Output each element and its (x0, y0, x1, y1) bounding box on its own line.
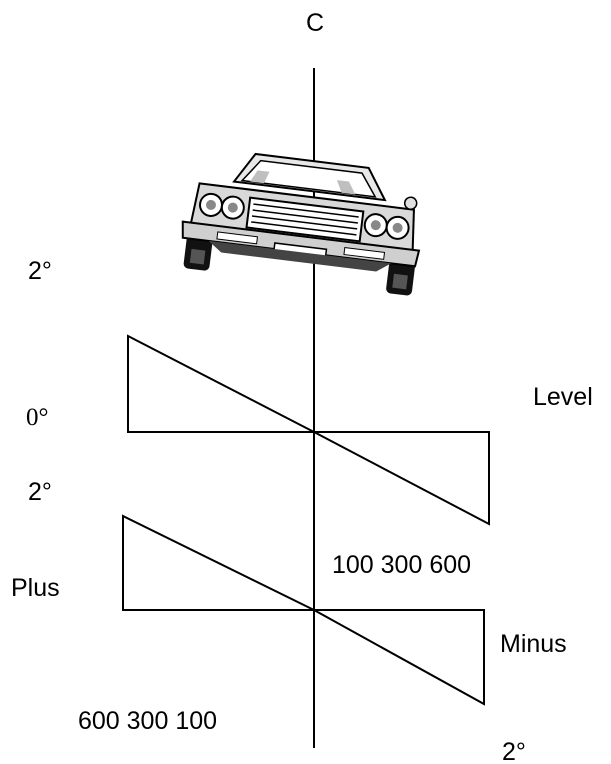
camber-top-label: 2° (28, 257, 52, 285)
center-label: C (306, 9, 324, 37)
level-upper-triangle (127, 334, 315, 433)
zero-degree-label: 0° (26, 404, 49, 431)
level-lower-triangle (313, 431, 490, 526)
minus-triangle (313, 609, 485, 706)
camber-mid-label: 2° (28, 478, 52, 506)
level-label: Level (533, 383, 593, 411)
plus-triangle (122, 514, 315, 611)
camber-bottom-label: 2° (502, 738, 526, 764)
minus-label: Minus (500, 630, 567, 658)
car-front-icon (181, 152, 421, 296)
plus-label: Plus (11, 574, 60, 602)
scale-right-label: 100 300 600 (332, 551, 471, 579)
scale-left-label: 600 300 100 (78, 707, 217, 735)
